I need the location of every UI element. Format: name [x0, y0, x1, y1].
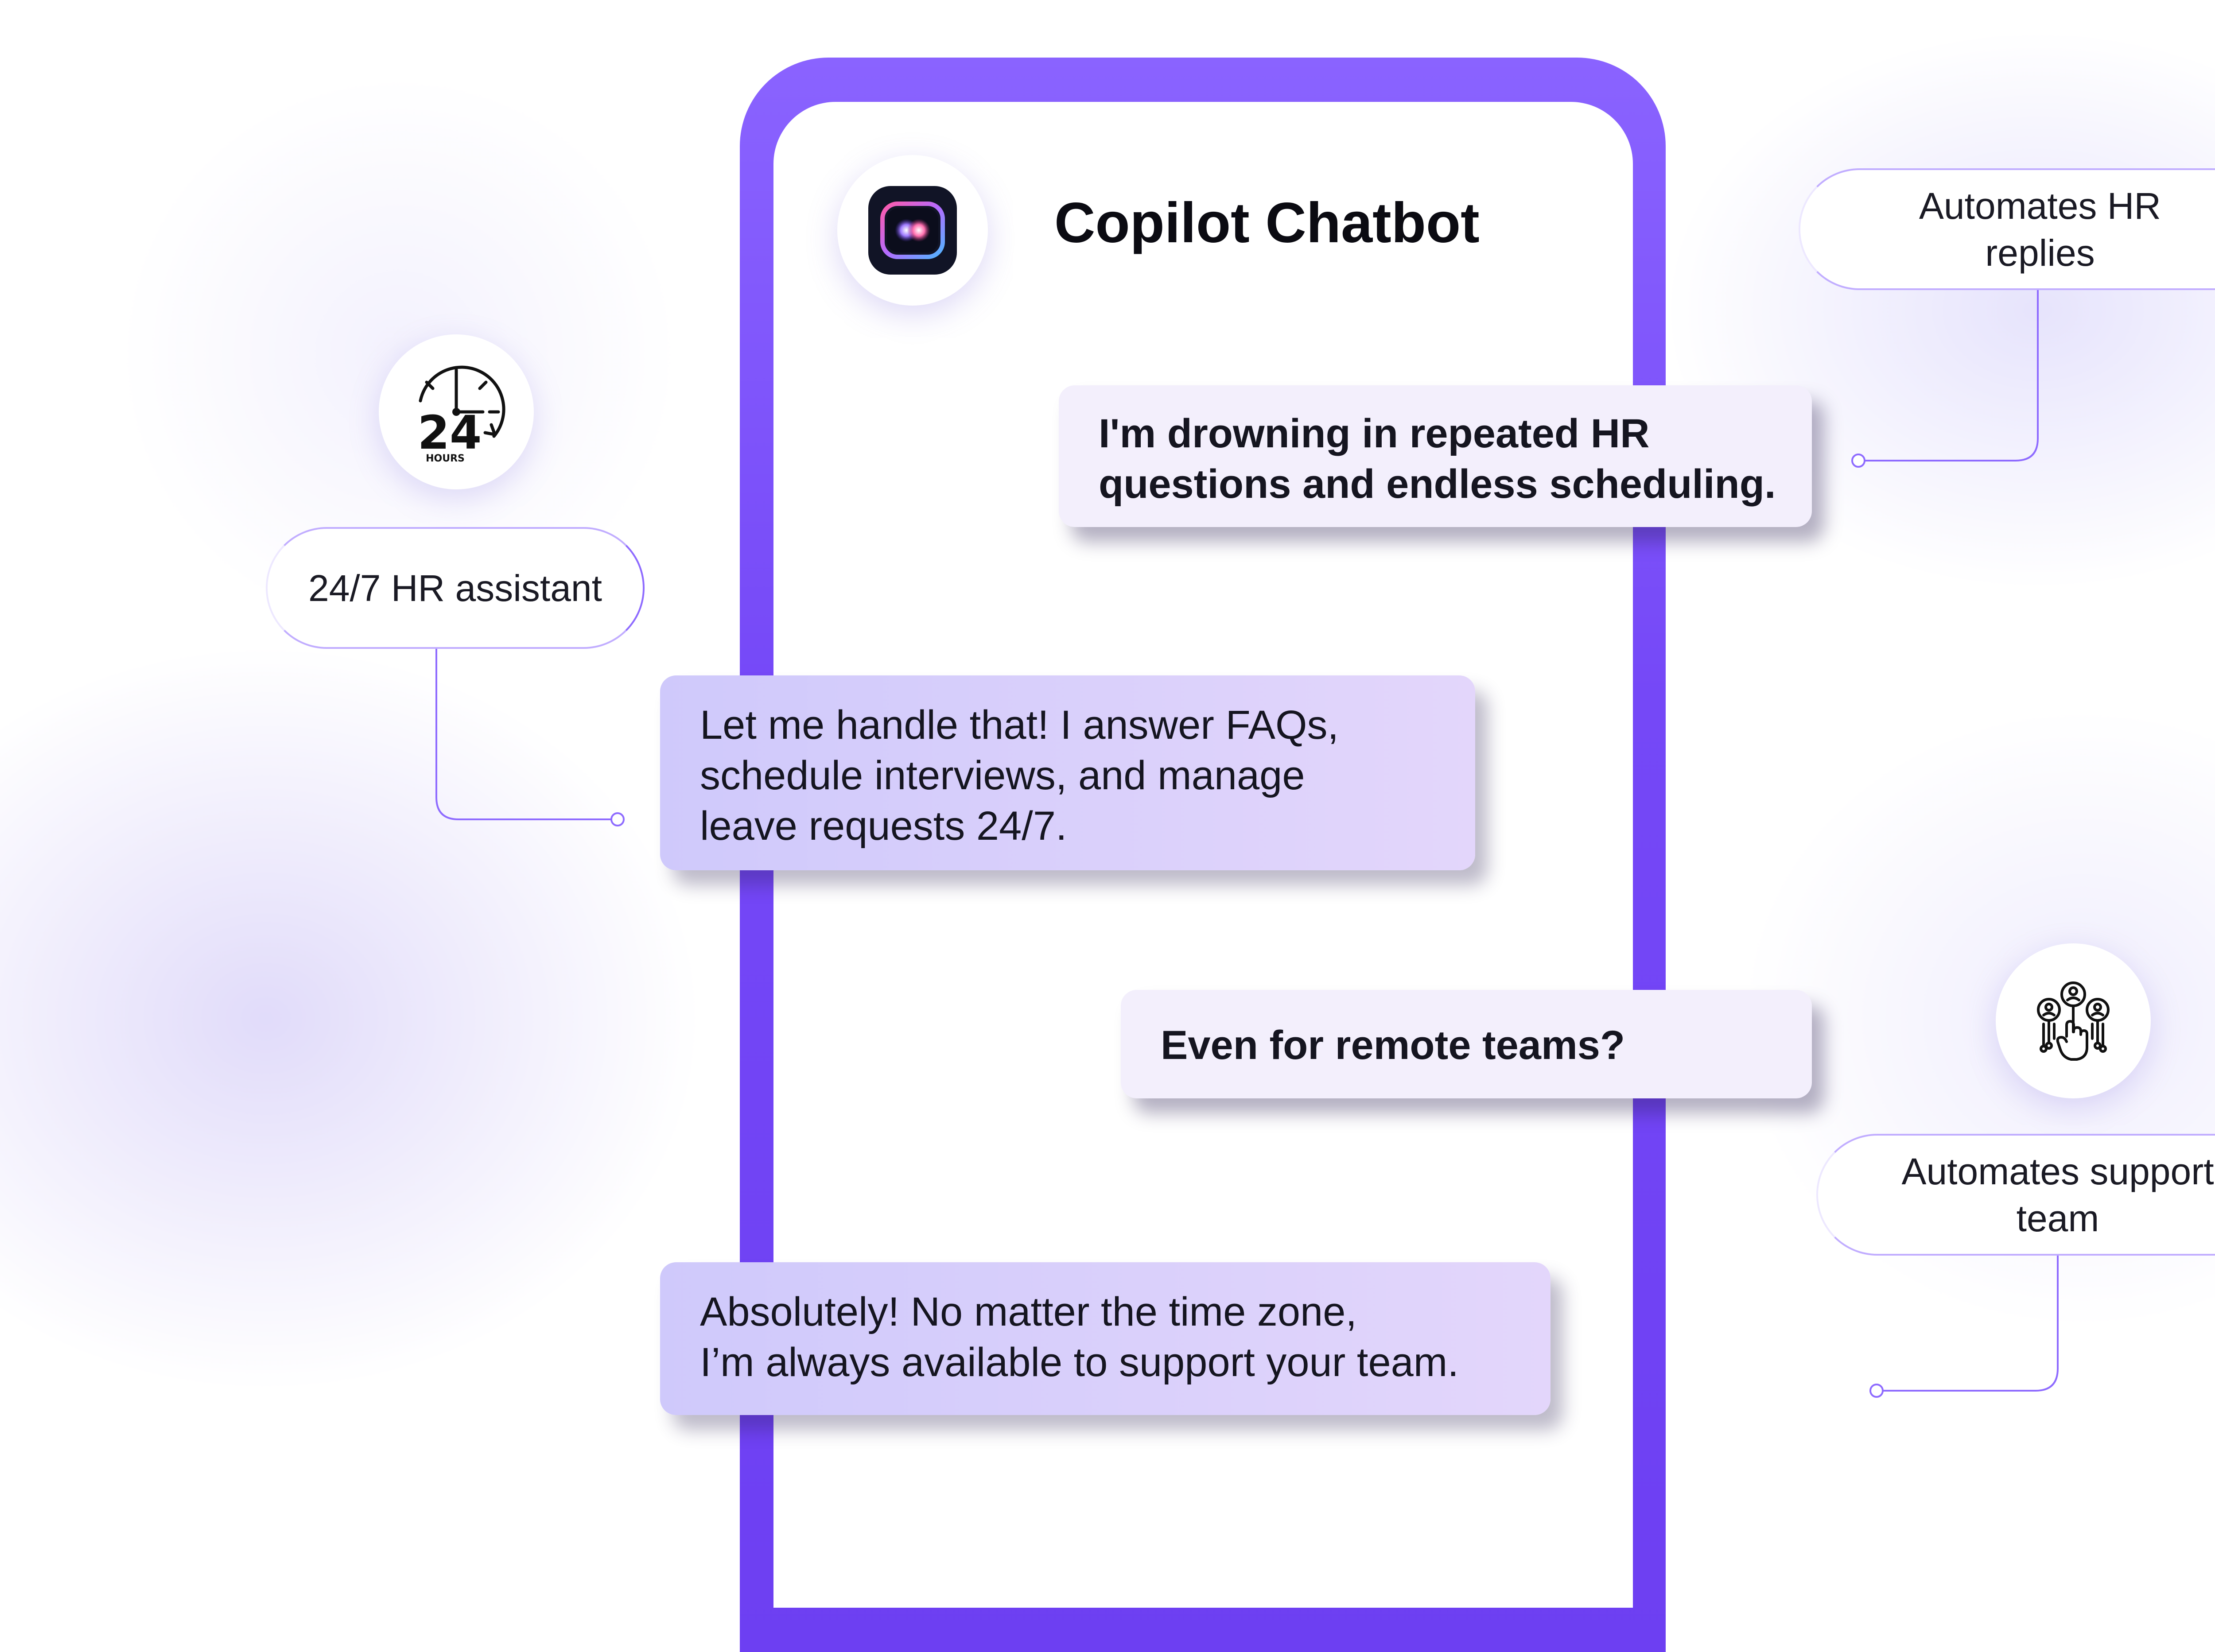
clock-icon-label: HOURS	[426, 453, 465, 464]
chat-title: Copilot Chatbot	[1054, 191, 1480, 255]
bot-message: Absolutely! No matter the time zone, I’m…	[660, 1262, 1550, 1415]
connector-line	[435, 649, 611, 820]
feature-connectors	[435, 290, 2059, 1398]
clock-icon-number: 24	[418, 406, 482, 460]
connector-line	[1883, 1256, 2059, 1392]
feature-automates-hr-replies: Automates HR replies	[1799, 168, 2215, 290]
24-hours-clock-icon: 24 HOURS	[379, 334, 534, 489]
feature-24-7-hr-assistant: 24/7 HR assistant	[266, 527, 645, 649]
connector-dot	[1869, 1384, 1884, 1398]
user-message: I'm drowning in repeated HR questions an…	[1059, 385, 1812, 527]
copilot-logo-icon	[837, 155, 988, 306]
team-hand-network-icon	[1996, 943, 2151, 1098]
connector-line	[1865, 290, 2039, 461]
bot-message: Let me handle that! I answer FAQs, sched…	[660, 675, 1475, 870]
feature-automates-support-team: Automates support team	[1816, 1134, 2215, 1256]
connector-dot	[1851, 454, 1865, 468]
connector-dot	[610, 812, 625, 826]
user-message: Even for remote teams?	[1121, 990, 1812, 1098]
